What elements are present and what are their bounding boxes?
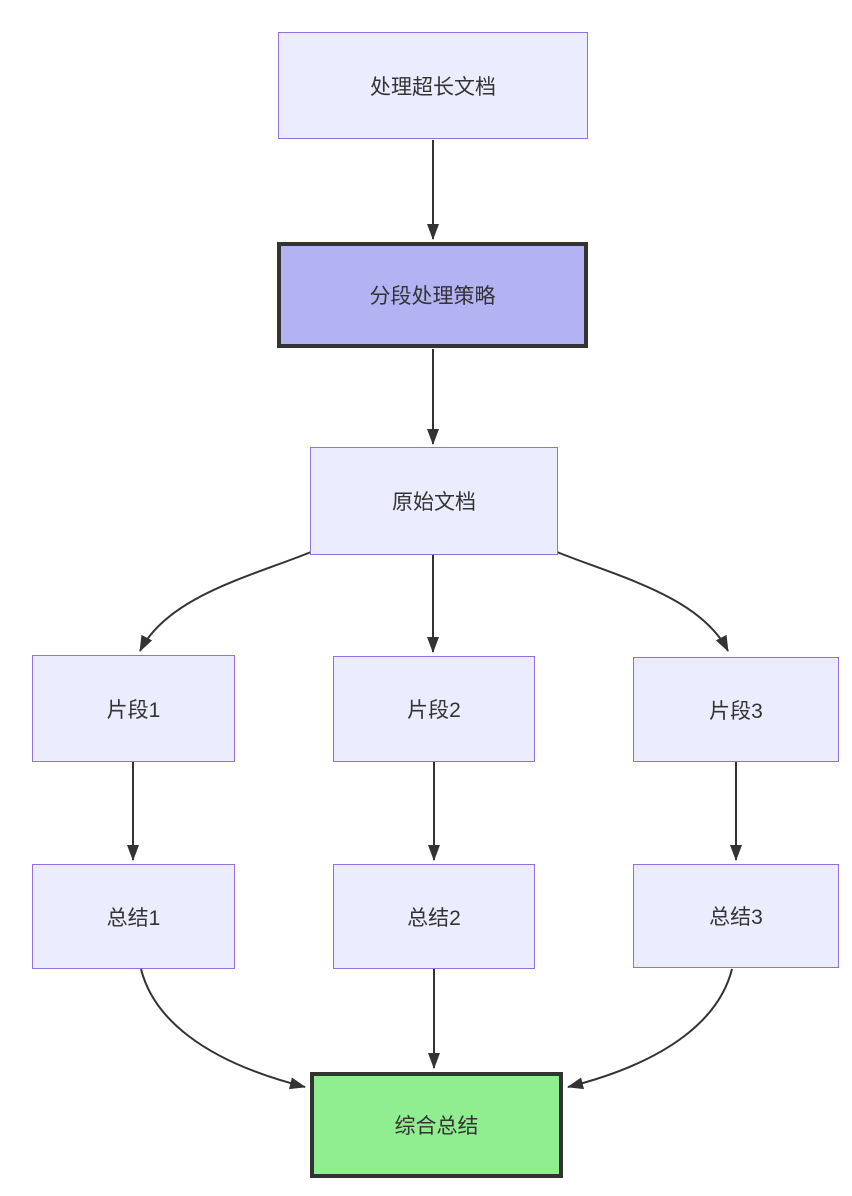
node-fragment-1-label: 片段1 xyxy=(106,698,161,722)
node-fragment-2: 片段2 xyxy=(333,656,535,762)
edge-summary-3-to-final xyxy=(567,968,733,1090)
node-summary-3-label: 总结3 xyxy=(709,906,763,929)
node-fragment-3-label: 片段3 xyxy=(709,699,763,723)
node-segmentation-strategy-label: 分段处理策略 xyxy=(369,285,496,308)
edge-summary-1-to-final xyxy=(140,968,306,1090)
node-summary-3: 总结3 xyxy=(633,864,839,968)
node-fragment-3: 片段3 xyxy=(633,657,839,762)
node-summary-1-label: 总结1 xyxy=(106,906,161,930)
node-final-summary: 综合总结 xyxy=(310,1072,563,1178)
node-original-document-label: 原始文档 xyxy=(392,491,476,514)
node-summary-2-label: 总结2 xyxy=(407,906,461,930)
node-process-long-document: 处理超长文档 xyxy=(278,32,588,139)
node-fragment-2-label: 片段2 xyxy=(407,699,461,722)
edge-original-to-fragment-3 xyxy=(556,551,729,652)
edge-original-to-fragment-1 xyxy=(139,551,312,652)
node-original-document: 原始文档 xyxy=(310,447,558,555)
node-final-summary-label: 综合总结 xyxy=(394,1115,479,1138)
node-fragment-1: 片段1 xyxy=(32,655,235,762)
node-summary-1: 总结1 xyxy=(32,864,235,969)
node-summary-2: 总结2 xyxy=(333,864,535,969)
node-segmentation-strategy: 分段处理策略 xyxy=(277,242,588,348)
node-process-long-document-label: 处理超长文档 xyxy=(370,75,496,99)
